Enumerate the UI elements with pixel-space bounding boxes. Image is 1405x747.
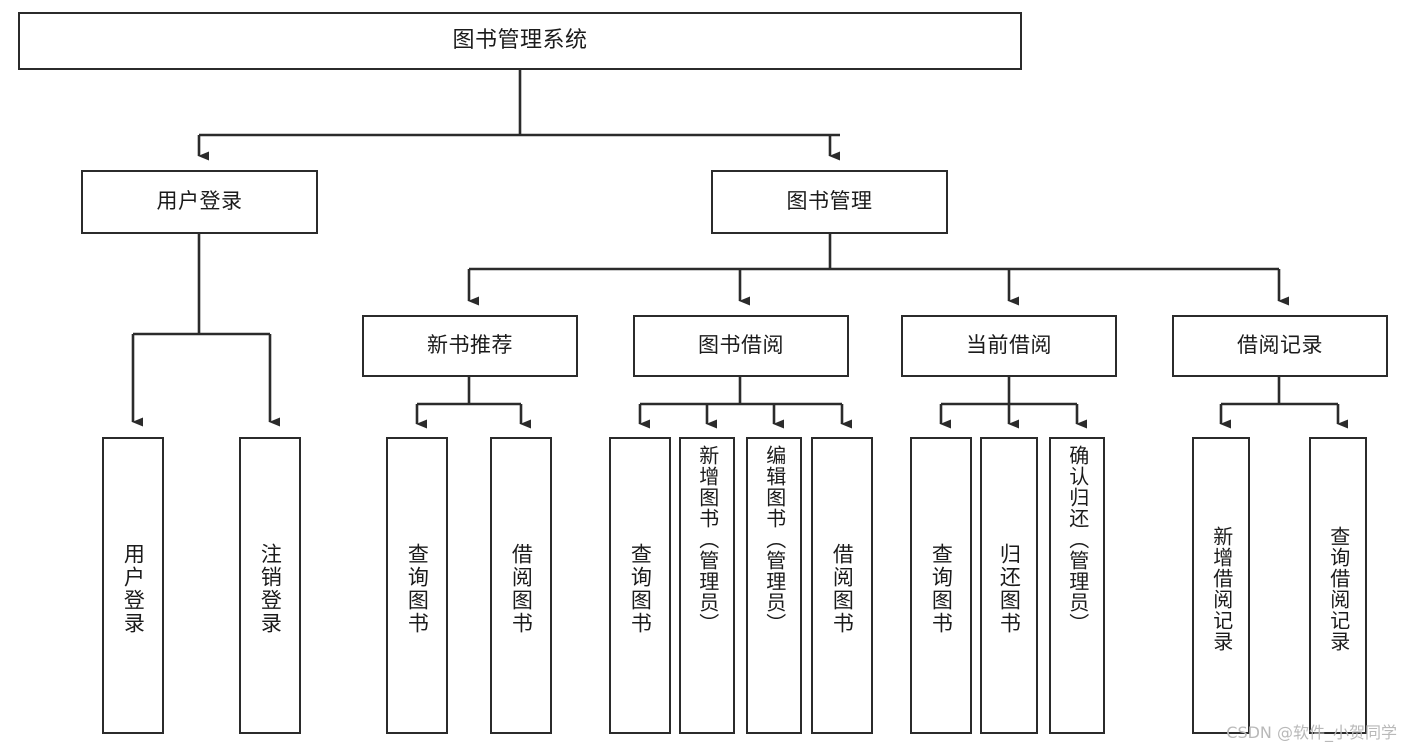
node-leaf-add-book-admin-label: 新增图书（管理员） [695,445,720,634]
node-leaf-return-book[interactable]: 归还图书 [980,437,1038,734]
node-leaf-query-book-borrow-label: 查询图书 [628,542,653,635]
node-leaf-query-book-recommend-label: 查询图书 [405,542,430,635]
node-leaf-logout[interactable]: 注销登录 [239,437,301,734]
node-leaf-query-borrow-record[interactable]: 查询借阅记录 [1309,437,1367,734]
node-leaf-confirm-return-admin-label: 确认归还（管理员） [1065,445,1090,634]
node-leaf-query-book-recommend[interactable]: 查询图书 [386,437,448,734]
node-book-borrow-label: 图书借阅 [698,333,784,358]
node-current-borrow-label: 当前借阅 [966,333,1052,358]
node-user-login[interactable]: 用户登录 [81,170,318,234]
node-leaf-query-book-current[interactable]: 查询图书 [910,437,972,734]
csdn-watermark: CSDN @软件_小贺同学 [1226,723,1397,742]
node-new-book-recommend-label: 新书推荐 [427,333,513,358]
node-leaf-add-borrow-record-label: 新增借阅记录 [1209,525,1234,652]
node-leaf-borrow-book-recommend[interactable]: 借阅图书 [490,437,552,734]
node-leaf-edit-book-admin[interactable]: 编辑图书（管理员） [746,437,802,734]
node-leaf-borrow-book-recommend-label: 借阅图书 [509,542,534,635]
node-leaf-query-book-current-label: 查询图书 [929,542,954,635]
node-current-borrow[interactable]: 当前借阅 [901,315,1117,377]
node-leaf-user-login-label: 用户登录 [121,542,146,635]
node-leaf-logout-label: 注销登录 [258,542,283,635]
node-leaf-query-borrow-record-label: 查询借阅记录 [1326,525,1351,652]
node-borrow-record[interactable]: 借阅记录 [1172,315,1388,377]
node-leaf-return-book-label: 归还图书 [997,542,1022,635]
node-book-management[interactable]: 图书管理 [711,170,948,234]
node-leaf-query-book-borrow[interactable]: 查询图书 [609,437,671,734]
node-leaf-borrow-book-borrow-label: 借阅图书 [830,542,855,635]
node-leaf-confirm-return-admin[interactable]: 确认归还（管理员） [1049,437,1105,734]
node-root-book-management-system[interactable]: 图书管理系统 [18,12,1022,70]
node-borrow-record-label: 借阅记录 [1237,333,1323,358]
node-user-login-label: 用户登录 [156,189,243,214]
node-leaf-add-book-admin[interactable]: 新增图书（管理员） [679,437,735,734]
node-root-label: 图书管理系统 [452,27,588,53]
node-leaf-borrow-book-borrow[interactable]: 借阅图书 [811,437,873,734]
node-leaf-edit-book-admin-label: 编辑图书（管理员） [762,445,787,634]
node-new-book-recommend[interactable]: 新书推荐 [362,315,578,377]
node-book-management-label: 图书管理 [786,189,873,214]
node-leaf-user-login[interactable]: 用户登录 [102,437,164,734]
node-book-borrow[interactable]: 图书借阅 [633,315,849,377]
node-leaf-add-borrow-record[interactable]: 新增借阅记录 [1192,437,1250,734]
